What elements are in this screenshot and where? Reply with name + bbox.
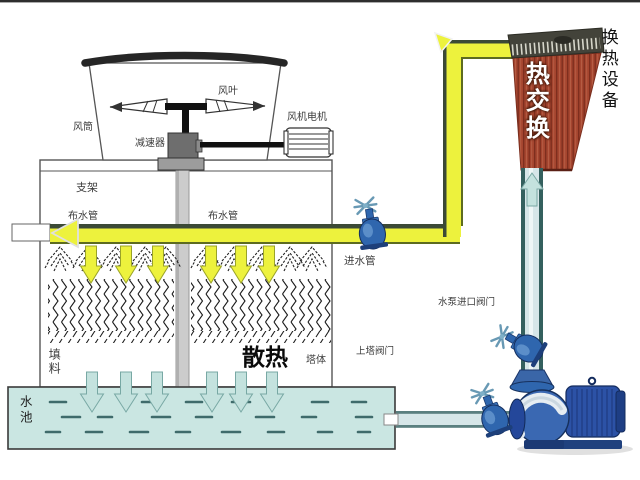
hot-water-elbow bbox=[433, 31, 517, 237]
tower-body-label: 塔体 bbox=[306, 355, 326, 366]
fan-motor-label: 风机电机 bbox=[287, 112, 327, 123]
pump-gfx bbox=[508, 369, 633, 455]
heat-exchanger-gfx bbox=[507, 27, 605, 172]
fan-motor-gfx bbox=[283, 127, 334, 158]
heat-exchange-equipment-label: 换热设备 bbox=[598, 28, 618, 112]
water-pipe-label-right: 布水管 bbox=[208, 211, 238, 222]
bracket-label: 支架 bbox=[76, 182, 98, 194]
fill-material-label: 填料 bbox=[47, 348, 62, 376]
inlet-pipe-label: 进水管 bbox=[344, 255, 376, 267]
riser-pipe bbox=[520, 168, 544, 378]
pump-inlet-valve-label: 水泵进口阀门 bbox=[438, 297, 496, 308]
drive-shaft bbox=[200, 142, 288, 148]
water-pool-label: 水池 bbox=[17, 395, 32, 426]
water-pipe-label-left: 布水管 bbox=[68, 211, 98, 222]
water-pool-gfx bbox=[7, 386, 396, 450]
reducer-label: 减速器 bbox=[135, 138, 165, 149]
fan-duct-label: 风筒 bbox=[73, 122, 93, 133]
fan-blade-label: 风叶 bbox=[218, 86, 238, 97]
up-tower-valve-label: 上塔阀门 bbox=[356, 346, 395, 357]
fan-blades bbox=[109, 98, 266, 136]
center-pipe bbox=[175, 169, 190, 388]
heat-exchange-label: 热交换 bbox=[521, 61, 549, 142]
distribution-pipe bbox=[11, 217, 460, 249]
top-border bbox=[0, 0, 640, 3]
fill-material-gfx bbox=[48, 279, 331, 343]
reducer-gfx bbox=[157, 132, 205, 171]
suction-pipe-valve bbox=[468, 380, 515, 440]
heat-dissipation-label: 散热 bbox=[242, 344, 288, 370]
